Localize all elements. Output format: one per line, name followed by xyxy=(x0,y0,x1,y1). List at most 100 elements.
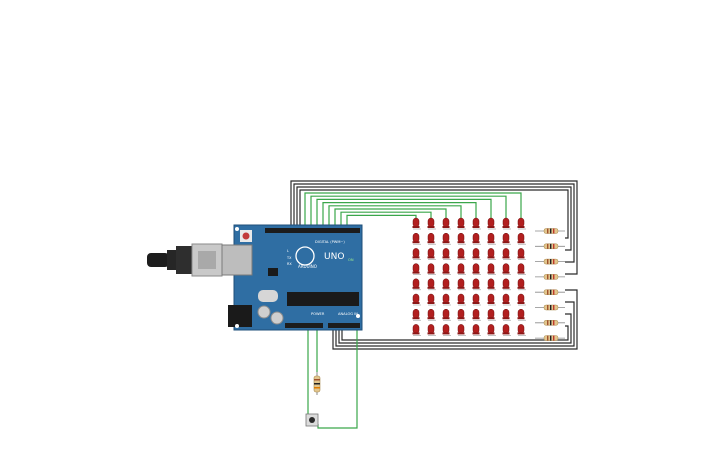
led[interactable] xyxy=(502,217,512,230)
led[interactable] xyxy=(412,248,422,260)
led[interactable] xyxy=(472,293,482,306)
led[interactable] xyxy=(517,232,527,245)
led[interactable] xyxy=(517,293,527,306)
led-body xyxy=(517,293,525,304)
led[interactable] xyxy=(412,308,422,321)
led[interactable] xyxy=(427,308,437,321)
led-body xyxy=(472,293,480,304)
led[interactable] xyxy=(517,308,527,321)
led[interactable] xyxy=(517,263,527,275)
led[interactable] xyxy=(427,248,437,260)
led[interactable] xyxy=(412,324,422,336)
led[interactable] xyxy=(472,324,482,336)
led[interactable] xyxy=(427,263,437,275)
led[interactable] xyxy=(472,248,482,260)
led[interactable] xyxy=(427,232,437,245)
led[interactable] xyxy=(472,308,482,321)
led-base xyxy=(472,226,480,228)
led[interactable] xyxy=(487,263,497,275)
led[interactable] xyxy=(427,324,437,336)
led[interactable] xyxy=(502,263,512,275)
led[interactable] xyxy=(487,308,497,321)
led[interactable] xyxy=(517,248,527,260)
led-base xyxy=(472,286,480,289)
led[interactable] xyxy=(442,293,452,306)
led[interactable] xyxy=(472,278,482,291)
led-base xyxy=(472,317,480,320)
led[interactable] xyxy=(457,278,467,291)
led[interactable] xyxy=(517,278,527,291)
usb-cable[interactable] xyxy=(147,243,223,277)
led-base xyxy=(472,256,480,259)
led[interactable] xyxy=(502,324,512,336)
led[interactable] xyxy=(487,278,497,291)
led-base xyxy=(487,241,495,244)
led[interactable] xyxy=(412,293,422,306)
led[interactable] xyxy=(517,217,527,230)
led-body xyxy=(442,278,450,289)
resistor-band xyxy=(547,305,549,310)
led[interactable] xyxy=(487,293,497,306)
reset-button-cap[interactable] xyxy=(242,232,250,240)
led-base xyxy=(457,226,465,228)
led[interactable] xyxy=(457,232,467,245)
led[interactable] xyxy=(487,248,497,260)
led[interactable] xyxy=(487,217,497,230)
led[interactable] xyxy=(442,248,452,260)
led[interactable] xyxy=(442,278,452,291)
analog-label: ANALOG IN xyxy=(338,312,358,316)
led[interactable] xyxy=(412,232,422,245)
led[interactable] xyxy=(502,232,512,245)
led[interactable] xyxy=(457,308,467,321)
led[interactable] xyxy=(457,217,467,230)
led[interactable] xyxy=(472,232,482,245)
led-base xyxy=(412,302,420,304)
led-body xyxy=(502,324,510,334)
resistor-band xyxy=(553,305,555,310)
led[interactable] xyxy=(502,278,512,291)
pulldown-resistor[interactable] xyxy=(313,372,321,395)
led[interactable] xyxy=(427,278,437,291)
led[interactable] xyxy=(472,217,482,230)
led[interactable] xyxy=(487,324,497,336)
led[interactable] xyxy=(502,293,512,306)
led[interactable] xyxy=(412,278,422,291)
led[interactable] xyxy=(427,293,437,306)
analog-header[interactable] xyxy=(328,323,360,328)
led[interactable] xyxy=(412,217,422,230)
led[interactable] xyxy=(502,248,512,260)
led-base xyxy=(442,226,450,228)
led-body xyxy=(502,248,510,258)
green-wire xyxy=(322,202,477,228)
led[interactable] xyxy=(457,324,467,336)
led[interactable] xyxy=(517,324,527,336)
power-header[interactable] xyxy=(285,323,323,328)
led[interactable] xyxy=(487,232,497,245)
led-body xyxy=(487,293,495,304)
resistor-band xyxy=(547,335,549,341)
led[interactable] xyxy=(412,263,422,275)
led-body xyxy=(442,263,450,273)
led[interactable] xyxy=(472,263,482,275)
black-wire xyxy=(338,313,572,344)
digital-header[interactable] xyxy=(265,228,360,233)
led-body xyxy=(442,293,450,304)
led[interactable] xyxy=(442,324,452,336)
resistor xyxy=(535,228,565,234)
led[interactable] xyxy=(442,217,452,230)
led[interactable] xyxy=(427,217,437,230)
arduino-uno-board[interactable]: ARDUINO UNO DIGITAL (PWM~) POWER ANALOG … xyxy=(221,224,363,331)
led[interactable] xyxy=(457,293,467,306)
led[interactable] xyxy=(457,263,467,275)
on-led-label: ON xyxy=(348,258,354,262)
led-matrix[interactable] xyxy=(412,217,527,336)
led[interactable] xyxy=(442,232,452,245)
pushbutton[interactable] xyxy=(305,413,319,427)
led[interactable] xyxy=(442,263,452,275)
resistor xyxy=(535,258,565,265)
led[interactable] xyxy=(502,308,512,321)
led[interactable] xyxy=(442,308,452,321)
led[interactable] xyxy=(457,248,467,260)
